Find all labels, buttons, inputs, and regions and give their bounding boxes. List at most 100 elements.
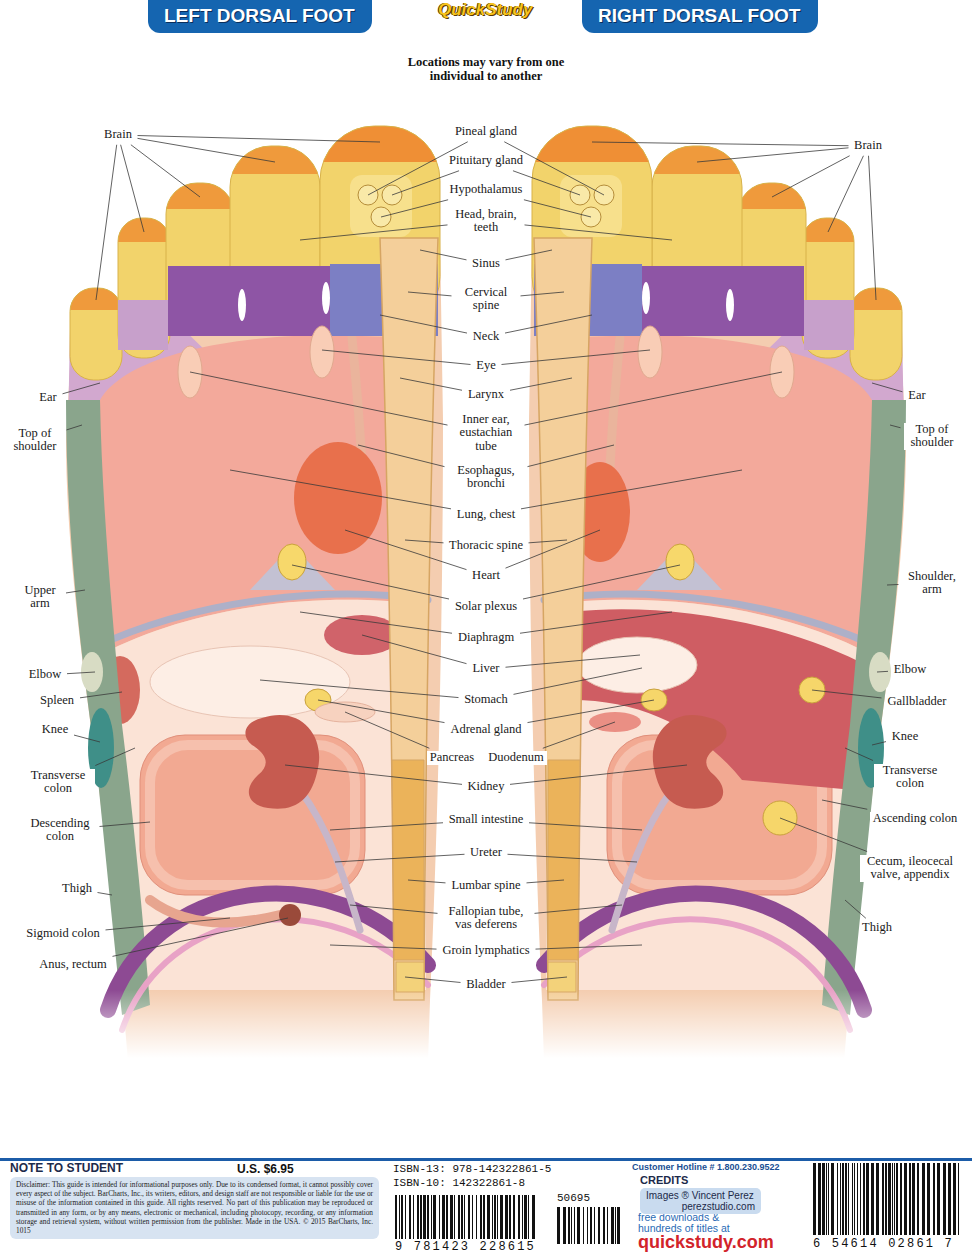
leader-line xyxy=(506,250,553,260)
organ-label: Elbow xyxy=(891,663,929,677)
organ-label: Ascending colon xyxy=(870,812,960,826)
leader-line xyxy=(520,612,672,633)
ear-band xyxy=(804,300,854,350)
eye-zone xyxy=(638,326,662,378)
leader-line xyxy=(502,350,651,364)
neck-band xyxy=(642,266,804,336)
leader-line xyxy=(230,470,451,509)
eye-zone xyxy=(310,326,334,378)
barcode-bar xyxy=(483,1195,485,1239)
toe-cap xyxy=(118,218,170,242)
barcode-bar xyxy=(522,1195,523,1239)
barcode-bar xyxy=(423,1195,426,1239)
barcode-bar xyxy=(894,1163,895,1235)
barcode-bar xyxy=(476,1195,477,1239)
barcode-bar xyxy=(828,1163,829,1235)
barcode-number: 6 54614 02861 7 xyxy=(813,1238,956,1250)
leader-line xyxy=(505,315,592,333)
leader-line xyxy=(872,383,903,392)
toe-pad xyxy=(850,288,902,380)
credit-text: Images ® Vincent Perez xyxy=(646,1190,755,1201)
leader-line xyxy=(420,250,467,260)
organ-label: Adrenal gland xyxy=(448,723,525,737)
barcode-bar xyxy=(446,1195,448,1239)
barcode-bar xyxy=(822,1163,825,1235)
leader-line xyxy=(528,700,655,723)
hotline: Customer Hotline # 1.800.230.9522 xyxy=(632,1163,781,1173)
organ-label: Top of shoulder xyxy=(7,427,64,454)
leader-line xyxy=(772,156,850,197)
limb-strip xyxy=(66,400,150,1015)
leader-line xyxy=(350,905,438,913)
leader-line xyxy=(828,156,863,232)
barcode-bar xyxy=(413,1195,414,1239)
barcode-bar xyxy=(871,1163,874,1235)
leader-line xyxy=(812,690,882,698)
barcode-bar xyxy=(497,1195,498,1239)
leader-line xyxy=(358,445,445,467)
leader-line xyxy=(525,372,783,425)
leader-line xyxy=(845,900,866,918)
barcode-bar xyxy=(933,1163,935,1235)
barcode-bar xyxy=(439,1195,440,1239)
organ-label: Kidney xyxy=(465,780,507,794)
barcode-bar xyxy=(826,1163,827,1235)
barcode-bar xyxy=(866,1163,869,1235)
toe-gap xyxy=(642,282,650,314)
abdomen-zone xyxy=(100,600,426,990)
promo-text: free downloads & hundreds of titles at xyxy=(638,1212,764,1233)
barcode-bar xyxy=(395,1195,397,1239)
leader-line xyxy=(330,945,437,949)
barcode-bar xyxy=(857,1163,858,1235)
toe-cap xyxy=(652,146,742,174)
barcode-bar xyxy=(876,1163,879,1235)
leader-line xyxy=(877,671,888,673)
leader-line xyxy=(330,823,443,830)
toe-outline xyxy=(70,288,122,380)
organ-label: Pituitary gland xyxy=(447,154,526,168)
leader-line xyxy=(362,635,467,664)
organ-label: Ureter xyxy=(468,846,505,860)
barcode-bar xyxy=(433,1195,436,1239)
organ-label: Thoracic spine xyxy=(447,539,526,553)
isbn: ISBN-13: 978-142322861-5 xyxy=(393,1163,553,1175)
barcode-bar xyxy=(912,1163,915,1235)
leader-line xyxy=(322,350,471,364)
barcode-bar xyxy=(598,1207,600,1244)
organ-label: Knee xyxy=(889,730,921,744)
organ-label: Descending colon xyxy=(24,817,97,844)
barcode-bar xyxy=(860,1163,861,1235)
barcode-bar xyxy=(953,1163,956,1235)
barcode-bar xyxy=(854,1163,855,1235)
leader-line xyxy=(335,854,465,862)
leader-line xyxy=(523,565,680,599)
barcode-bar xyxy=(431,1195,432,1239)
barcode-bar xyxy=(409,1195,411,1239)
leader-line xyxy=(292,565,449,599)
leader-line xyxy=(524,200,591,217)
barcode-bar xyxy=(927,1163,930,1235)
barcode-bar xyxy=(500,1195,503,1239)
leader-line xyxy=(100,822,151,826)
organ-label: Knee xyxy=(39,723,71,737)
leader-line xyxy=(113,918,289,956)
barcode-bar xyxy=(603,1207,605,1244)
leader-line xyxy=(98,893,113,895)
leader-line xyxy=(96,145,117,300)
leader-line xyxy=(592,142,849,146)
barcode-bar xyxy=(417,1195,419,1239)
barcode-number: 50695 xyxy=(557,1192,592,1204)
note-text: Locations may vary from one individual t… xyxy=(401,56,572,84)
barcode-bar xyxy=(818,1163,821,1235)
isbn: ISBN-10: 142322861-8 xyxy=(393,1177,527,1189)
leader-line xyxy=(543,722,615,748)
toe-cap xyxy=(532,126,652,162)
leader-line xyxy=(74,735,100,742)
barcode-bar xyxy=(464,1195,465,1239)
organ-label: Sigmoid colon xyxy=(24,927,103,941)
brand-logo: QuickStudy xyxy=(438,1,534,18)
barcode-bar xyxy=(842,1163,844,1235)
liver-zone xyxy=(572,609,860,790)
esophagus-zone xyxy=(610,338,620,470)
barcode-bar xyxy=(922,1163,925,1235)
